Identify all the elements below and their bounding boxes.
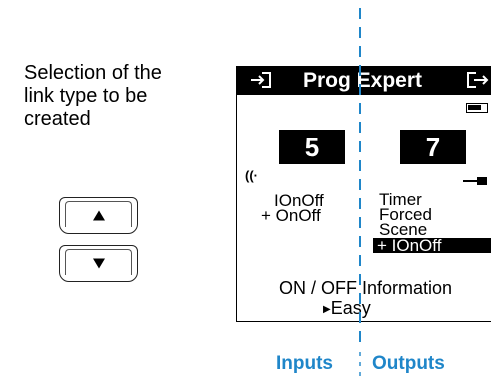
- inputs-label: Inputs: [276, 353, 333, 374]
- enter-icon[interactable]: [249, 71, 273, 89]
- link-mode[interactable]: ▶Easy: [323, 298, 371, 319]
- output-type-item[interactable]: Forced: [379, 205, 432, 224]
- input-type-list[interactable]: IOnOff + OnOff: [261, 191, 324, 225]
- device-screen: Prog Expert 5 7 ((· IOnOff + OnOff Timer…: [236, 66, 491, 322]
- output-type-list[interactable]: Timer Forced Scene + IOnOff: [373, 190, 491, 254]
- instruction-text: Selection of the link type to be created: [24, 62, 214, 131]
- outputs-label: Outputs: [372, 353, 445, 374]
- link-description: ON / OFF Information: [279, 278, 453, 298]
- input-type-item[interactable]: + OnOff: [261, 206, 321, 225]
- link-mode-label: Easy: [330, 298, 371, 318]
- output-number: 7: [400, 130, 466, 164]
- input-type-item[interactable]: IOnOff: [274, 191, 324, 210]
- column-divider: [359, 8, 361, 378]
- output-type-item-selected[interactable]: + IOnOff: [373, 237, 491, 254]
- output-type-item[interactable]: Timer: [379, 190, 422, 209]
- triangle-up-icon: [92, 210, 105, 220]
- title-bar: Prog Expert: [237, 66, 491, 95]
- down-button[interactable]: [59, 245, 138, 282]
- exit-icon[interactable]: [465, 71, 491, 89]
- battery-icon: [466, 103, 488, 113]
- output-type-item[interactable]: Scene: [379, 220, 428, 239]
- triangle-down-icon: [92, 258, 105, 268]
- instruction-line-1: Selection of the: [24, 62, 162, 84]
- screen-title: Prog Expert: [303, 69, 423, 92]
- instruction-line-3: created: [24, 108, 91, 130]
- instruction-line-2: link type to be: [24, 85, 148, 107]
- input-number: 5: [279, 130, 345, 164]
- plug-icon: [463, 177, 487, 185]
- up-button[interactable]: [59, 197, 138, 234]
- caret-right-icon: ▶: [323, 304, 331, 315]
- radio-signal-icon: ((·: [245, 168, 258, 183]
